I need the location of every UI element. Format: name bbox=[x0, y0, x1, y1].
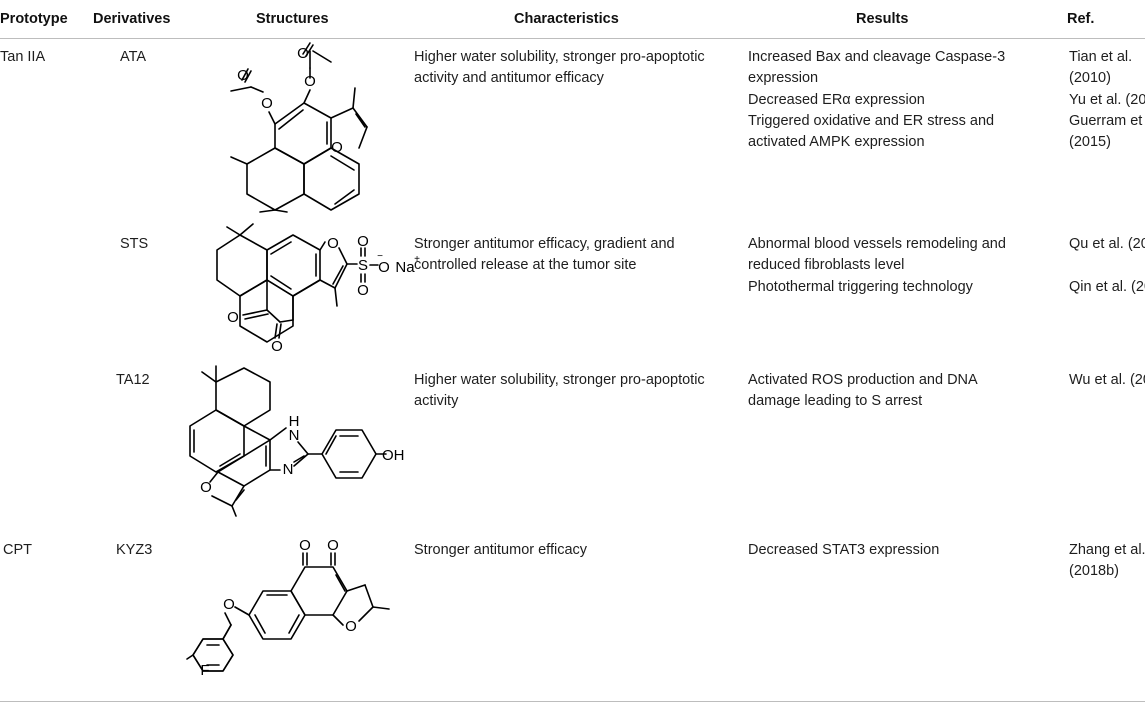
row4-characteristics: Stronger antitumor efficacy bbox=[414, 540, 587, 561]
sts-atom-plus: + bbox=[414, 254, 420, 265]
row1-results-line5: activated AMPK expression bbox=[748, 134, 925, 151]
row2-refs: Qu et al. (2018) Qin et al. (2020) bbox=[1069, 234, 1145, 298]
row3-characteristics-line2: activity bbox=[414, 393, 459, 410]
row4-results-line1: Decreased STAT3 expression bbox=[748, 542, 940, 558]
sts-atom-minus: − bbox=[377, 251, 383, 262]
ata-atom-o1: O bbox=[297, 45, 309, 62]
ata-atom-o5: O bbox=[331, 139, 343, 156]
row3-results-line1: Activated ROS production and DNA bbox=[748, 372, 978, 388]
row2-characteristics-line2: controlled release at the tumor site bbox=[414, 257, 637, 274]
sts-atom-s: S bbox=[358, 257, 368, 274]
ta12-atom-oh: OH bbox=[382, 447, 405, 464]
row2-ref-line3: Qin et al. (2020) bbox=[1069, 278, 1145, 295]
row2-characteristics-line1: Stronger antitumor efficacy, gradient an… bbox=[414, 236, 675, 252]
sts-atom-na: Na bbox=[395, 259, 415, 276]
row1-ref-line5: (2015) bbox=[1069, 134, 1111, 151]
sts-atom-o-q2: O bbox=[271, 338, 283, 355]
header-characteristics: Characteristics bbox=[514, 11, 619, 27]
row2-characteristics: Stronger antitumor efficacy, gradient an… bbox=[414, 234, 675, 277]
row2-ref-line2 bbox=[1069, 255, 1145, 276]
sts-atom-o-furan: O bbox=[327, 235, 339, 252]
sts-atom-o-s-right: O bbox=[378, 259, 390, 276]
row1-results-line1: Increased Bax and cleavage Caspase-3 bbox=[748, 49, 1006, 65]
row4-results: Decreased STAT3 expression bbox=[748, 540, 939, 561]
header-rule bbox=[0, 38, 1145, 39]
row2-derivative: STS bbox=[120, 236, 149, 252]
row4-characteristics-line1: Stronger antitumor efficacy bbox=[414, 542, 588, 558]
row3-ref-line1: Wu et al. (2018) bbox=[1069, 372, 1145, 388]
row3-characteristics: Higher water solubility, stronger pro-ap… bbox=[414, 370, 705, 413]
row2-results: Abnormal blood vessels remodeling and re… bbox=[748, 234, 1006, 298]
ata-atom-o2: O bbox=[304, 73, 316, 90]
row2-results-line3: Photothermal triggering technology bbox=[748, 278, 973, 295]
row2-results-line1: Abnormal blood vessels remodeling and bbox=[748, 236, 1006, 252]
row4-ref-line2: (2018b) bbox=[1069, 563, 1119, 580]
sts-atom-o-s-top: O bbox=[357, 233, 369, 250]
row1-ref-line1: Tian et al. bbox=[1069, 49, 1133, 65]
row4-refs: Zhang et al. (2018b) bbox=[1069, 540, 1145, 583]
row1-results-line4: Triggered oxidative and ER stress and bbox=[748, 112, 995, 129]
ata-atom-o4: O bbox=[261, 95, 273, 112]
kyz3-structure: O O O O F bbox=[186, 537, 390, 679]
row2-results-line2: reduced fibroblasts level bbox=[748, 257, 905, 274]
kyz3-atom-o-q2: O bbox=[327, 537, 339, 554]
header-results: Results bbox=[856, 11, 909, 27]
ata-structure: O O O O O bbox=[230, 42, 368, 213]
row3-results: Activated ROS production and DNA damage … bbox=[748, 370, 978, 413]
row1-refs: Tian et al. (2010) Yu et al. (2014) Guer… bbox=[1069, 47, 1145, 153]
row1-characteristics-line2: activity and antitumor efficacy bbox=[414, 70, 604, 87]
ta12-structure: N H N OH O bbox=[189, 365, 405, 517]
kyz3-atom-o-q1: O bbox=[299, 537, 311, 554]
ta12-atom-n2: N bbox=[283, 461, 294, 478]
ta12-atom-o-furan: O bbox=[200, 479, 212, 496]
sts-atom-o-s-bottom: O bbox=[357, 282, 369, 299]
row1-results: Increased Bax and cleavage Caspase-3 exp… bbox=[748, 47, 1005, 153]
kyz3-atom-o-ether: O bbox=[223, 596, 235, 613]
row3-characteristics-line1: Higher water solubility, stronger pro-ap… bbox=[414, 372, 705, 388]
row1-results-line3: Decreased ERα expression bbox=[748, 91, 925, 108]
bottom-rule bbox=[0, 701, 1145, 702]
header-structures: Structures bbox=[256, 11, 329, 27]
row1-prototype: Tan IIA bbox=[0, 49, 46, 65]
row3-refs: Wu et al. (2018) bbox=[1069, 370, 1145, 391]
sts-structure: O O O S O O − Na + O bbox=[216, 223, 420, 355]
row1-ref-line3: Yu et al. (2014) bbox=[1069, 91, 1145, 108]
row1-derivative: ATA bbox=[120, 49, 147, 65]
row3-derivative: TA12 bbox=[116, 372, 150, 388]
row1-results-line2: expression bbox=[748, 70, 819, 87]
row1-ref-line4: Guerram et al. bbox=[1069, 112, 1145, 129]
header-ref: Ref. bbox=[1067, 11, 1095, 27]
ta12-atom-nh-n: N bbox=[289, 427, 300, 444]
row1-ref-line2: (2010) bbox=[1069, 70, 1111, 87]
kyz3-atom-f: F bbox=[200, 662, 209, 679]
row1-characteristics: Higher water solubility, stronger pro-ap… bbox=[414, 47, 705, 90]
row4-ref-line1: Zhang et al. bbox=[1069, 542, 1145, 558]
header-prototype: Prototype bbox=[0, 11, 68, 27]
row2-ref-line1: Qu et al. (2018) bbox=[1069, 236, 1145, 252]
row1-characteristics-line1: Higher water solubility, stronger pro-ap… bbox=[414, 49, 705, 65]
ta12-atom-nh-h: H bbox=[289, 413, 300, 430]
sts-atom-o-q1: O bbox=[227, 309, 239, 326]
row4-derivative: KYZ3 bbox=[116, 542, 153, 558]
row4-prototype: CPT bbox=[3, 542, 32, 558]
kyz3-atom-o-furan: O bbox=[345, 618, 357, 635]
row3-results-line2: damage leading to S arrest bbox=[748, 393, 923, 410]
ata-atom-o3: O bbox=[237, 67, 249, 84]
header-derivatives: Derivatives bbox=[93, 11, 171, 27]
